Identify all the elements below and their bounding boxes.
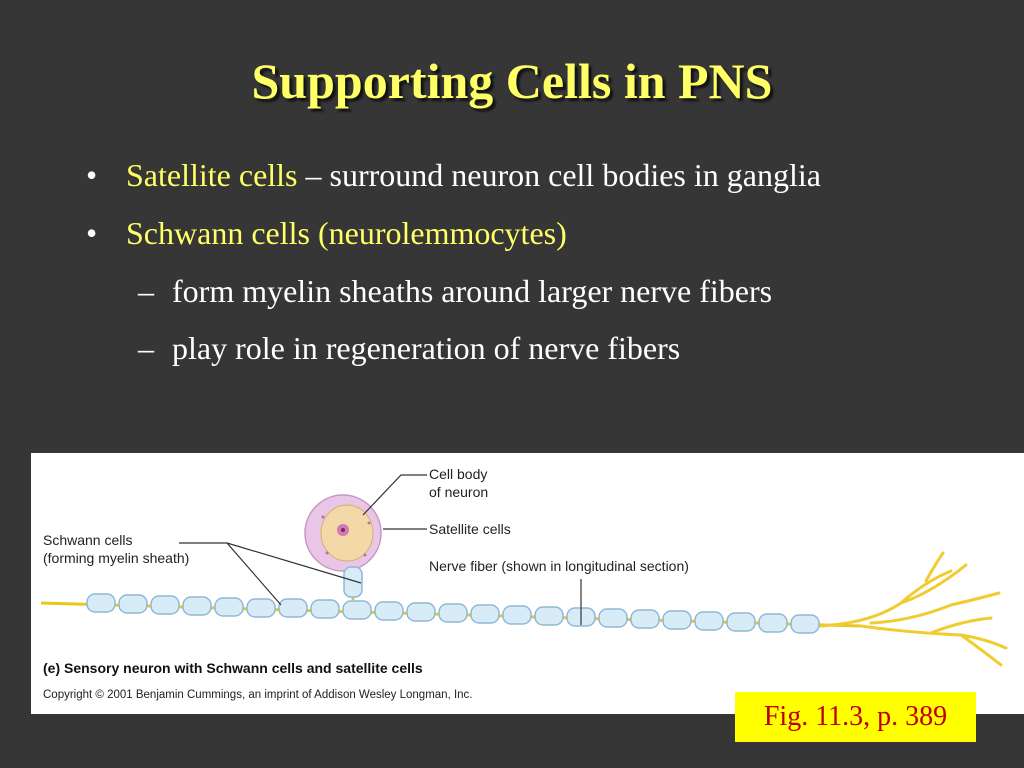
bullet-marker: • <box>86 215 98 251</box>
schwann-cell-sheath <box>86 593 820 634</box>
neuron-figure: Cell body of neuron Satellite cells Nerv… <box>31 453 1024 714</box>
cell-body-of-neuron <box>304 494 382 572</box>
bullet-schwann-cells: • Schwann cells (neurolemmocytes) <box>86 210 986 256</box>
bullet-list: • Satellite cells – surround neuron cell… <box>86 152 986 382</box>
axon-terminals <box>819 551 1008 667</box>
figure-reference: Fig. 11.3, p. 389 <box>735 692 976 742</box>
sub-bullet-regeneration: – play role in regeneration of nerve fib… <box>86 325 986 371</box>
sub-bullet-text: play role in regeneration of nerve fiber… <box>172 330 681 366</box>
bullet-satellite-cells: • Satellite cells – surround neuron cell… <box>86 152 986 198</box>
initial-schwann-cell <box>343 566 363 598</box>
label-nerve-fiber: Nerve fiber (shown in longitudinal secti… <box>429 558 689 574</box>
label-cell-body: Cell body <box>429 466 487 482</box>
label-of-neuron: of neuron <box>429 484 488 500</box>
sub-bullet-marker: – <box>138 330 154 366</box>
leader-lines <box>179 474 582 625</box>
sub-bullet-myelin: – form myelin sheaths around larger nerv… <box>86 268 986 314</box>
sub-bullet-marker: – <box>138 273 154 309</box>
slide-title: Supporting Cells in PNS <box>251 53 773 109</box>
bullet-marker: • <box>86 157 98 193</box>
figure-copyright: Copyright © 2001 Benjamin Cummings, an i… <box>43 689 473 701</box>
label-schwann-cells: Schwann cells <box>43 532 133 548</box>
bullet-term: Satellite cells <box>126 157 298 193</box>
bullet-text: – surround neuron cell bodies in ganglia <box>297 157 821 193</box>
label-satellite-cells: Satellite cells <box>429 521 511 537</box>
neuron-illustration: Cell body of neuron Satellite cells Nerv… <box>40 466 1008 701</box>
bullet-term: Schwann cells (neurolemmocytes) <box>126 215 567 251</box>
figure-caption: (e) Sensory neuron with Schwann cells an… <box>43 660 423 676</box>
sub-bullet-text: form myelin sheaths around larger nerve … <box>172 273 773 309</box>
label-forming-myelin-sheath: (forming myelin sheath) <box>43 550 189 566</box>
